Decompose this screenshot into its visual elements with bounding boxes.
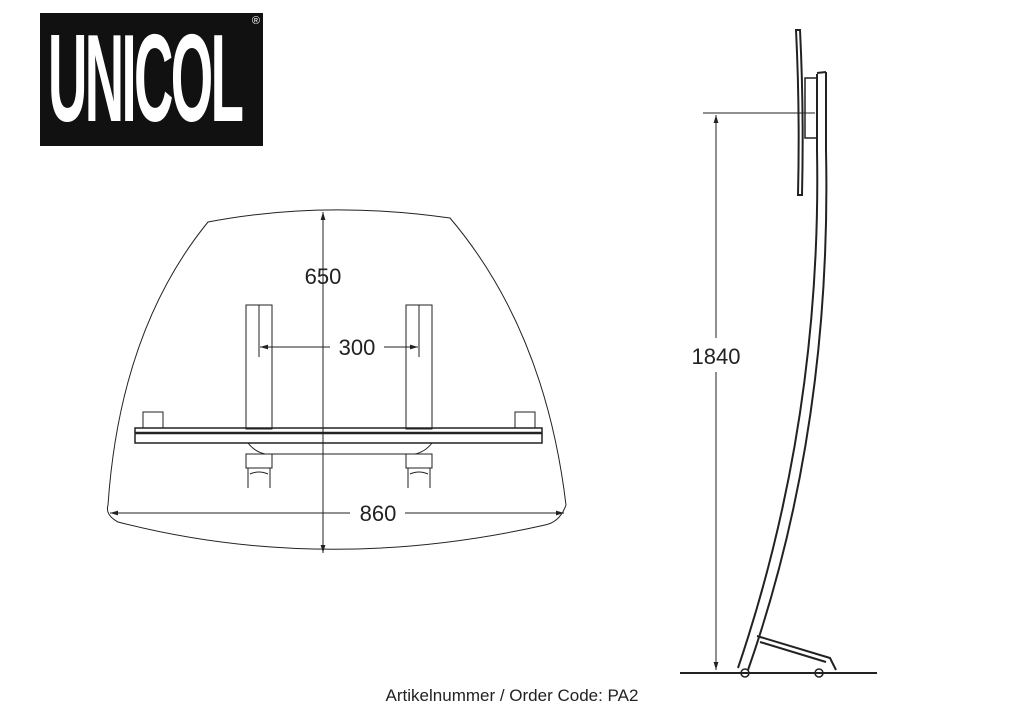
base-plate-outline: [107, 209, 567, 550]
side-view: [680, 29, 877, 678]
crossbar: [247, 442, 433, 455]
column-back: [747, 72, 828, 671]
depth-label: 650: [305, 264, 342, 289]
top-view: [107, 209, 567, 553]
foot-right: [405, 453, 433, 469]
wall-bracket: [804, 77, 818, 139]
screen: [794, 29, 804, 196]
logo-text: UNICOL: [48, 10, 244, 148]
unicol-logo: UNICOL ®: [40, 13, 263, 146]
upright-spacing-label: 300: [339, 335, 376, 360]
column-front: [737, 74, 819, 669]
bracket-right: [514, 411, 536, 429]
height-label: 1840: [692, 344, 741, 369]
registered-mark: ®: [251, 15, 260, 27]
order-code-caption: Artikelnummer / Order Code: PA2: [385, 686, 639, 705]
mounting-bar: [134, 427, 543, 444]
width-label: 860: [360, 501, 397, 526]
foot-left: [245, 453, 273, 469]
base-leg: [756, 635, 837, 671]
bracket-left: [142, 411, 164, 429]
